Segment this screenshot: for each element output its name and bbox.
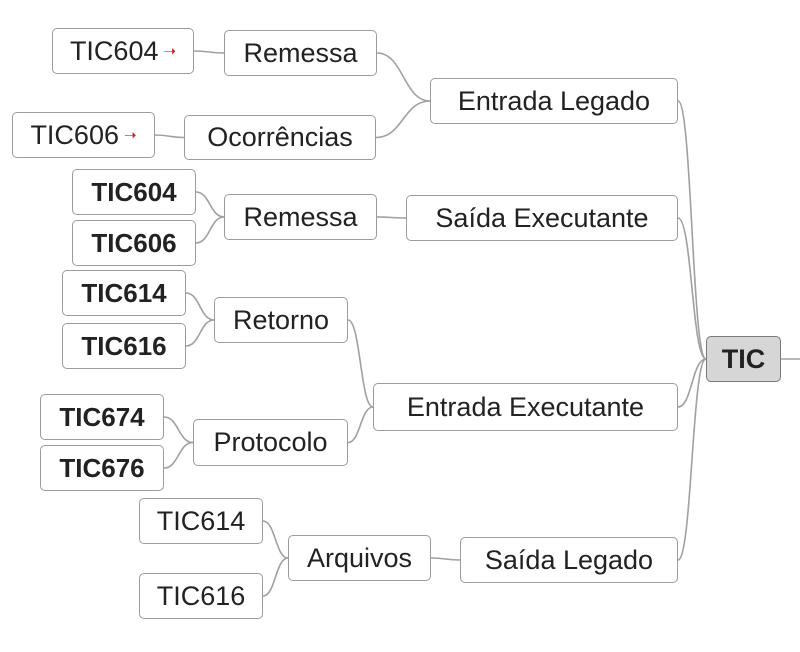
- leaf-entrada-executante-tic616[interactable]: TIC616: [62, 323, 186, 369]
- connector-n-ee-pro-l1-to-n-ee-pro: [163, 441, 194, 469]
- root-node[interactable]: TIC: [706, 336, 781, 382]
- arrow-right-icon: ➝: [123, 126, 137, 144]
- connector-n-sl-arq-l0-to-n-sl-arq: [262, 520, 289, 559]
- leaf-entrada-legado-tic604[interactable]: TIC604➝: [52, 28, 194, 74]
- node-entrada-legado-ocorrencias[interactable]: Ocorrências: [184, 115, 376, 160]
- leaf-entrada-legado-tic606[interactable]: TIC606➝: [12, 112, 155, 158]
- leaf-saida-legado-tic614[interactable]: TIC614: [139, 498, 263, 544]
- connector-n-el-to-n-root: [677, 100, 707, 360]
- connector-n-se-rem-to-n-se: [376, 216, 407, 219]
- node-entrada-legado[interactable]: Entrada Legado: [430, 78, 678, 124]
- arrow-right-icon: ➝: [163, 42, 177, 60]
- leaf-saida-legado-tic616[interactable]: TIC616: [139, 573, 263, 619]
- connector-n-sl-arq-to-n-sl: [430, 557, 461, 561]
- connector-n-el-rem-to-n-el: [376, 52, 431, 102]
- leaf-label: TIC606: [30, 119, 119, 150]
- connector-n-se-rem-l0-to-n-se-rem: [195, 191, 225, 218]
- node-entrada-executante[interactable]: Entrada Executante: [373, 383, 678, 431]
- connector-n-ee-ret-l0-to-n-ee-ret: [185, 292, 215, 321]
- leaf-entrada-executante-tic674[interactable]: TIC674: [40, 394, 164, 440]
- connector-n-ee-to-n-root: [677, 358, 707, 408]
- connector-n-ee-pro-l0-to-n-ee-pro: [163, 416, 194, 444]
- connector-n-se-rem-l1-to-n-se-rem: [195, 216, 225, 244]
- node-saida-legado-arquivos[interactable]: Arquivos: [288, 535, 431, 581]
- node-entrada-legado-remessa[interactable]: Remessa: [224, 30, 377, 76]
- connector-n-ee-pro-to-n-ee: [347, 406, 374, 444]
- connector-n-ee-ret-l1-to-n-ee-ret: [185, 319, 215, 347]
- connector-n-sl-arq-l1-to-n-sl-arq: [262, 557, 289, 597]
- node-saida-executante-remessa[interactable]: Remessa: [224, 194, 377, 240]
- connector-n-el-oco-l0-to-n-el-oco: [154, 134, 185, 139]
- connector-n-se-to-n-root: [677, 217, 707, 360]
- connector-n-el-oco-to-n-el: [375, 100, 431, 139]
- leaf-saida-executante-tic604[interactable]: TIC604: [72, 169, 196, 215]
- leaf-entrada-executante-tic614[interactable]: TIC614: [62, 270, 186, 316]
- leaf-entrada-executante-tic676[interactable]: TIC676: [40, 445, 164, 491]
- connector-n-el-rem-l0-to-n-el-rem: [193, 50, 225, 54]
- leaf-saida-executante-tic606[interactable]: TIC606: [72, 220, 196, 266]
- node-saida-legado[interactable]: Saída Legado: [460, 537, 678, 583]
- node-entrada-executante-retorno[interactable]: Retorno: [214, 297, 348, 343]
- leaf-label: TIC604: [69, 35, 159, 66]
- node-entrada-executante-protocolo[interactable]: Protocolo: [193, 419, 348, 466]
- node-saida-executante[interactable]: Saída Executante: [406, 195, 678, 241]
- connector-n-ee-ret-to-n-ee: [347, 319, 374, 408]
- connector-n-sl-to-n-root: [677, 358, 707, 561]
